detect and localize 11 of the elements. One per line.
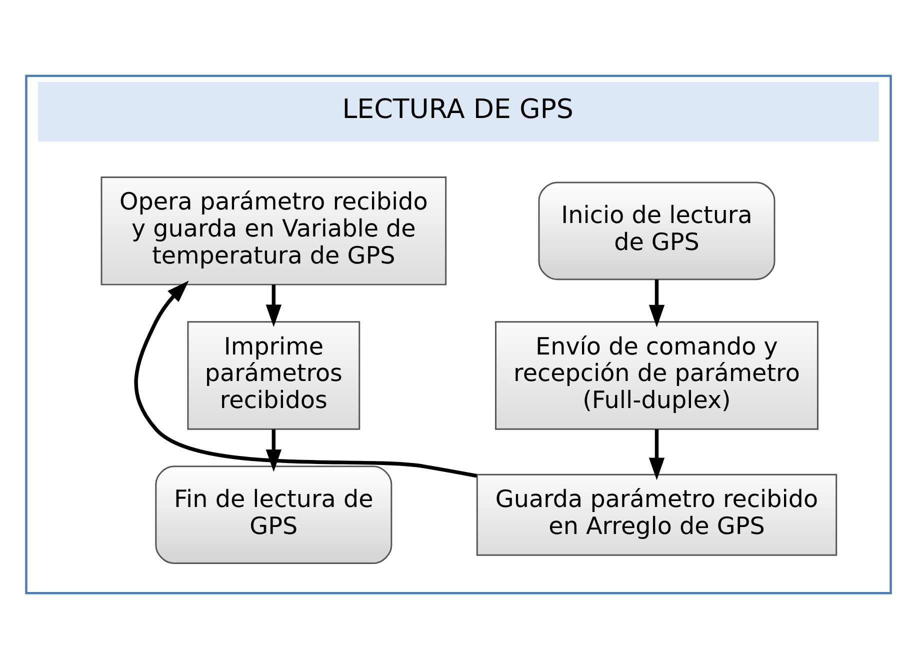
node-box: Inicio de lectura de GPS [538, 182, 776, 280]
arrow [134, 280, 478, 478]
node-box: Envío de comando y recepción de parámetro (Full-duplex) [495, 321, 818, 430]
arrow [648, 280, 665, 328]
node-box: Guarda parámetro recibido en Arreglo de GPS [476, 474, 838, 556]
node-box: Imprime parámetros recibidos [187, 321, 360, 430]
arrow [266, 284, 282, 328]
arrow [266, 429, 282, 472]
node-box: Fin de lectura de GPS [155, 466, 392, 564]
arrow [648, 429, 665, 480]
node-box: Opera parámetro recibido y guarda en Variable de temperatura de GPS [100, 176, 447, 286]
